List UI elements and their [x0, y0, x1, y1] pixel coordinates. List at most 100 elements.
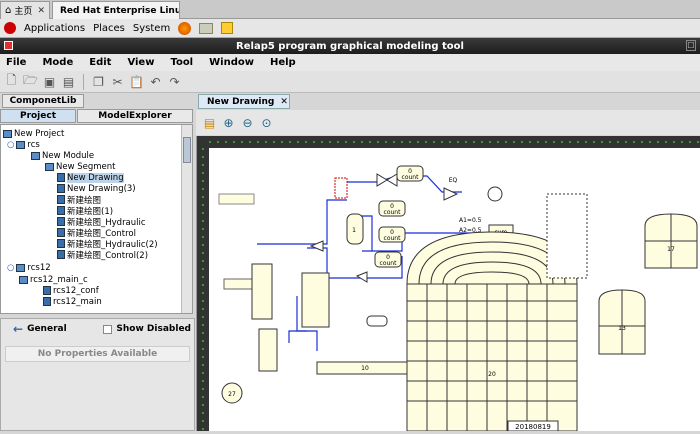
- menu-view[interactable]: View: [127, 57, 155, 68]
- cut-icon[interactable]: ✂: [112, 74, 123, 89]
- drawing-canvas[interactable]: 1 0 count 0 count 0 count 0 count EQ A1=…: [196, 136, 700, 432]
- tree-node-segment[interactable]: New Segment: [45, 161, 116, 172]
- tree-node-module[interactable]: New Module: [31, 150, 94, 161]
- mail-icon[interactable]: [199, 22, 214, 34]
- main-toolbar: 🗋 🗁 ▣ ▤ ❐ ✂ 📋 ↶ ↷: [0, 71, 700, 93]
- valve-component[interactable]: [366, 315, 388, 327]
- close-icon[interactable]: ✕: [37, 5, 45, 16]
- tree-node-project[interactable]: New Project: [3, 128, 64, 139]
- tab-label: ModelExplorer: [98, 111, 172, 121]
- tank-component[interactable]: 17: [644, 213, 698, 269]
- show-disabled-checkbox[interactable]: [103, 324, 113, 334]
- save-icon[interactable]: ▣: [43, 74, 56, 89]
- tree-scrollbar[interactable]: [181, 125, 192, 313]
- places-menu[interactable]: Places: [93, 22, 125, 34]
- tree-node-drawing[interactable]: 新建绘图(1): [57, 205, 113, 217]
- scroll-thumb[interactable]: [183, 137, 191, 163]
- zoom-in-icon[interactable]: ⊕: [223, 115, 234, 130]
- legend-box[interactable]: [218, 193, 255, 205]
- tree-node-drawing[interactable]: New Drawing: [57, 172, 124, 183]
- tree-node-rcs12[interactable]: ○ rcs12: [7, 262, 51, 273]
- count-block[interactable]: 0 count: [396, 165, 424, 182]
- pipe-component[interactable]: [316, 361, 408, 375]
- drawing-toolbar: ▤ ⊕ ⊖ ⊙: [196, 110, 700, 135]
- control-block-column[interactable]: [546, 193, 588, 279]
- zoom-out-icon[interactable]: ⊖: [242, 115, 253, 130]
- check-valve-symbol[interactable]: [309, 240, 324, 252]
- valve-symbol[interactable]: [376, 173, 398, 187]
- copy-icon[interactable]: ❐: [93, 74, 104, 89]
- menu-mode[interactable]: Mode: [42, 57, 74, 68]
- tree-label: rcs12: [27, 262, 51, 273]
- file-icon: [43, 286, 51, 295]
- browser-tab-home[interactable]: ⌂ 主页 ✕: [0, 1, 50, 19]
- tree-node-drawing[interactable]: New Drawing(3): [57, 183, 136, 194]
- tree-node-rcs12-main[interactable]: rcs12_main: [43, 296, 102, 307]
- menu-help[interactable]: Help: [269, 57, 296, 68]
- tree-node-rcs12-main-c[interactable]: rcs12_main_c: [19, 274, 88, 285]
- tank-component[interactable]: 13: [598, 289, 646, 355]
- new-file-icon[interactable]: 🗋: [6, 73, 17, 87]
- properties-header: ← General Show Disabled: [1, 319, 194, 339]
- toolbar-separator: [83, 73, 84, 90]
- logic-gate-symbol[interactable]: [443, 187, 459, 201]
- undo-icon[interactable]: ↶: [150, 74, 161, 89]
- tree-node-drawing[interactable]: 新建绘图_Control: [57, 227, 136, 239]
- count-block[interactable]: 0 count: [374, 251, 402, 268]
- pump-component[interactable]: [221, 382, 243, 404]
- applications-menu[interactable]: Applications: [24, 22, 86, 34]
- tree-node-drawing[interactable]: 新建绘图_Hydraulic: [57, 216, 146, 228]
- tab-new-drawing[interactable]: New Drawing ✕: [198, 94, 290, 109]
- expand-icon[interactable]: ○: [7, 262, 15, 273]
- accumulator-component[interactable]: [346, 213, 364, 245]
- tree-node-rcs12-conf[interactable]: rcs12_conf: [43, 285, 99, 296]
- drawing-icon: [57, 250, 65, 259]
- pipe-component[interactable]: [301, 272, 330, 328]
- junction-component[interactable]: [334, 177, 348, 199]
- tab-modelexplorer[interactable]: ModelExplorer: [77, 109, 193, 123]
- folder-icon: [16, 263, 26, 272]
- system-menu[interactable]: System: [132, 22, 171, 34]
- folder-icon: [19, 275, 28, 284]
- expand-icon[interactable]: ○: [7, 139, 15, 150]
- tab-label: New Drawing: [207, 96, 275, 107]
- table-component[interactable]: [258, 328, 278, 372]
- firefox-icon[interactable]: [178, 21, 192, 35]
- menu-file[interactable]: File: [6, 57, 27, 68]
- menu-window[interactable]: Window: [209, 57, 254, 68]
- window-menu-icon[interactable]: [4, 41, 13, 50]
- general-label: General: [27, 324, 67, 334]
- count-block[interactable]: 0 count: [378, 226, 406, 243]
- browser-tab-redhat[interactable]: Red Hat Enterprise Linux ... ✕: [52, 1, 180, 19]
- menu-edit[interactable]: Edit: [89, 57, 112, 68]
- drawing-icon: [57, 173, 65, 182]
- vessel-component[interactable]: 20: [406, 231, 578, 432]
- check-valve-symbol[interactable]: [355, 271, 368, 283]
- paste-icon[interactable]: 📋: [129, 74, 144, 89]
- pan-icon[interactable]: ▤: [203, 115, 216, 130]
- tree-node-drawing[interactable]: 新建绘图_Hydraulic(2): [57, 238, 158, 250]
- window-control-icon[interactable]: ☐: [686, 40, 696, 51]
- open-folder-icon[interactable]: 🗁: [23, 73, 38, 87]
- redo-icon[interactable]: ↷: [169, 74, 180, 89]
- tab-project[interactable]: Project: [0, 109, 76, 123]
- menu-tool[interactable]: Tool: [170, 57, 194, 68]
- tree-node-rcs[interactable]: ○rcs: [7, 139, 40, 150]
- window-titlebar: Relap5 program graphical modeling tool ☐: [0, 38, 700, 54]
- table-component[interactable]: [251, 263, 273, 320]
- tab-componetlib[interactable]: ComponetLib: [2, 94, 84, 108]
- close-icon[interactable]: ✕: [280, 96, 288, 107]
- tree-node-drawing[interactable]: 新建绘图: [57, 194, 101, 206]
- show-disabled-label: Show Disabled: [116, 324, 191, 334]
- notes-icon[interactable]: [221, 22, 234, 34]
- drawing-icon: [57, 228, 65, 237]
- accumulator-label: 1: [352, 227, 356, 234]
- back-arrow-icon[interactable]: ←: [13, 322, 24, 336]
- tree-node-drawing[interactable]: 新建绘图_Control(2): [57, 249, 148, 261]
- home-icon: ⌂: [5, 5, 12, 16]
- tab-label: ComponetLib: [9, 96, 77, 106]
- zoom-fit-icon[interactable]: ⊙: [261, 115, 272, 130]
- pump-symbol[interactable]: [487, 186, 503, 202]
- count-block[interactable]: 0 count: [378, 200, 406, 217]
- save-all-icon[interactable]: ▤: [62, 74, 75, 89]
